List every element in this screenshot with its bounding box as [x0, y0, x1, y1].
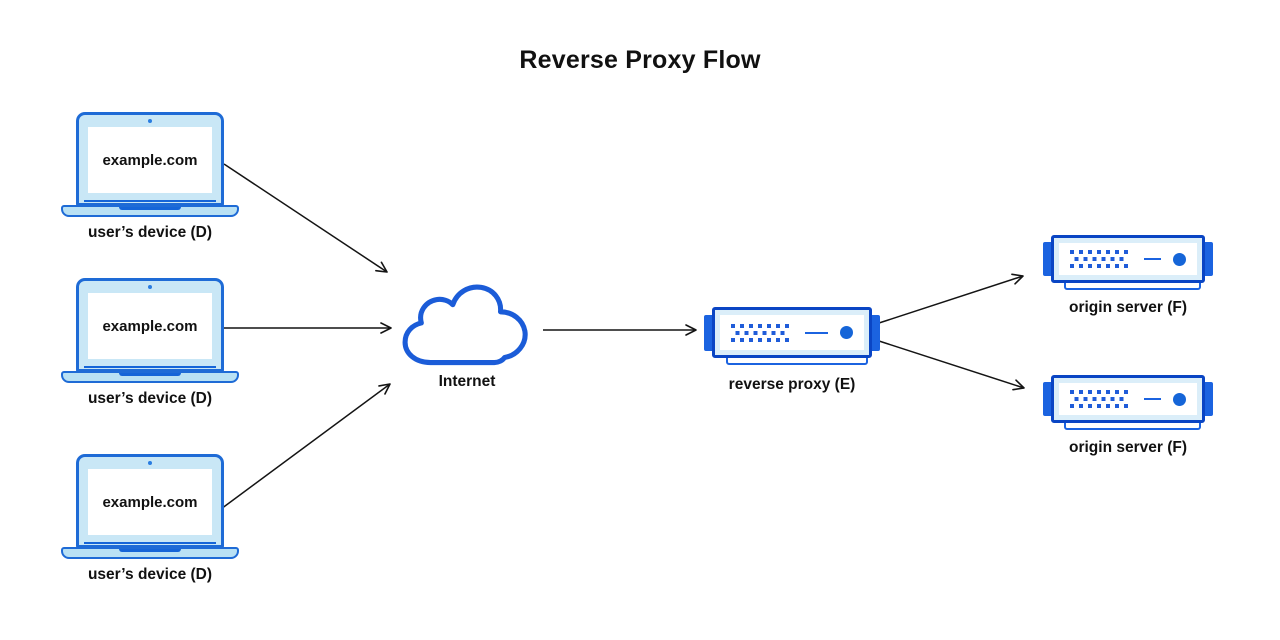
- camera-dot-icon: [148, 461, 152, 465]
- server-dots-texture: [1070, 390, 1128, 408]
- server-indicator-line: [1144, 258, 1161, 260]
- user-device-node-2: example.com user’s device (D): [61, 278, 239, 408]
- laptop-notch: [119, 549, 181, 552]
- device-label: user’s device (D): [87, 390, 213, 407]
- server-indicator-line: [1144, 398, 1161, 400]
- origin-server-node-2: origin server (F): [1043, 375, 1213, 457]
- server-led-icon: [1173, 252, 1186, 266]
- flow-arrow: [223, 163, 388, 273]
- internet-label: Internet: [438, 373, 496, 390]
- camera-dot-icon: [148, 285, 152, 289]
- laptop-base: [61, 547, 239, 559]
- laptop-notch: [119, 373, 181, 376]
- laptop-icon: example.com: [76, 454, 224, 548]
- server-icon: [1043, 375, 1213, 430]
- flow-arrow: [220, 383, 391, 510]
- cloud-icon: [402, 284, 528, 366]
- laptop-base: [61, 205, 239, 217]
- laptop-base: [61, 371, 239, 383]
- user-device-node-3: example.com user’s device (D): [61, 454, 239, 584]
- camera-dot-icon: [148, 119, 152, 123]
- laptop-screen-url: example.com: [88, 469, 212, 535]
- laptop-screen-url: example.com: [88, 127, 212, 193]
- proxy-label: reverse proxy (E): [728, 376, 856, 393]
- origin-label: origin server (F): [1069, 299, 1187, 316]
- laptop-icon: example.com: [76, 112, 224, 206]
- laptop-icon: example.com: [76, 278, 224, 372]
- server-led-icon: [840, 326, 853, 339]
- flow-arrow: [878, 273, 1024, 324]
- laptop-screen-url: example.com: [88, 293, 212, 359]
- server-led-icon: [1173, 392, 1186, 406]
- reverse-proxy-node: reverse proxy (E): [704, 307, 880, 394]
- server-indicator-line: [805, 331, 828, 334]
- device-label: user’s device (D): [87, 224, 213, 241]
- laptop-notch: [119, 207, 181, 210]
- origin-label: origin server (F): [1069, 439, 1187, 456]
- diagram-title: Reverse Proxy Flow: [519, 46, 761, 74]
- flow-arrow: [878, 340, 1025, 391]
- origin-server-node-1: origin server (F): [1043, 235, 1213, 317]
- server-icon: [704, 307, 880, 365]
- device-label: user’s device (D): [87, 566, 213, 583]
- server-dots-texture: [1070, 250, 1128, 268]
- server-dots-texture: [731, 323, 789, 342]
- user-device-node-1: example.com user’s device (D): [61, 112, 239, 242]
- internet-node: Internet: [400, 281, 534, 391]
- server-icon: [1043, 235, 1213, 290]
